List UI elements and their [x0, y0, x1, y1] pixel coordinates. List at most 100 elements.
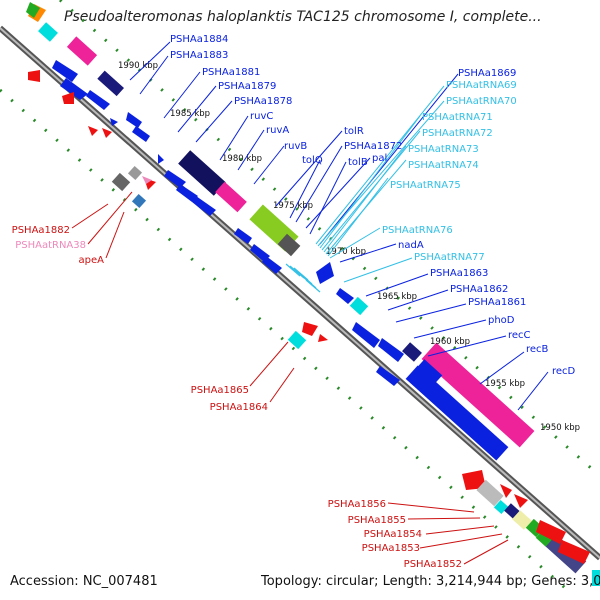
gene-arrow: [336, 288, 354, 304]
upper-features: [26, 2, 535, 461]
gene-arrow: [352, 322, 380, 348]
rna-block: [287, 330, 307, 350]
gene-arrow: [142, 176, 152, 184]
gene-arrow: [536, 520, 566, 544]
gene-arrow: [500, 484, 512, 498]
gene-label[interactable]: PSHAa1864: [210, 402, 268, 413]
map-title: Pseudoalteromonas haloplanktis TAC125 ch…: [64, 9, 542, 25]
gene-label[interactable]: PSHAa1881: [202, 67, 260, 78]
gene-label[interactable]: PSHAatRNA74: [408, 160, 479, 171]
gene-label[interactable]: PSHAa1862: [450, 284, 508, 295]
gene-label[interactable]: recB: [526, 344, 549, 355]
gene-block: [111, 172, 131, 192]
gene-label[interactable]: PSHAa1882: [12, 225, 70, 236]
topology-text: Topology: circular; Length: 3,214,944 bp…: [261, 574, 600, 589]
gene-label[interactable]: PSHAa1878: [234, 96, 292, 107]
genome-backbone: [0, 25, 600, 561]
gene-block: [417, 359, 443, 383]
gene-arrow: [376, 366, 400, 386]
gene-arrow: [28, 70, 40, 82]
gene-label[interactable]: PSHAatRNA73: [408, 144, 479, 155]
kbp-tick-label: 1950 kbp: [540, 423, 580, 433]
gene-arrow: [88, 126, 98, 136]
gene-arrow: [462, 470, 486, 490]
gene-arrow: [62, 92, 74, 104]
gene-label[interactable]: PSHAa1852: [404, 559, 462, 570]
gene-label[interactable]: PSHAa1872: [344, 141, 402, 152]
upper-leaders: [129, 41, 549, 411]
gene-arrow: [558, 540, 590, 564]
gene-arrow: [316, 262, 334, 284]
gene-label[interactable]: PSHAatRNA76: [382, 225, 453, 236]
gene-block: [421, 342, 535, 448]
rna-leaders: [315, 85, 445, 283]
gene-label[interactable]: PSHAa1865: [191, 385, 249, 396]
kbp-tick-label: 1975 kbp: [273, 201, 313, 211]
gene-block: [476, 479, 504, 507]
gene-block: [215, 181, 247, 213]
gene-label[interactable]: PSHAa1863: [430, 268, 488, 279]
gene-label[interactable]: apeA: [79, 255, 105, 266]
gene-label[interactable]: pal: [372, 153, 387, 164]
accession-text: Accession: NC_007481: [10, 574, 158, 589]
gene-label[interactable]: PSHAatRNA70: [446, 96, 517, 107]
gene-arrow: [164, 170, 186, 188]
rna-block: [592, 570, 600, 586]
kbp-labels: 1990 kbp 1985 kbp 1980 kbp 1975 kbp 1970…: [118, 61, 580, 433]
lower-labels: PSHAa1882 PSHAatRNA38 apeA PSHAa1865 PSH…: [12, 225, 462, 570]
gene-arrow: [110, 118, 118, 126]
gene-label[interactable]: PSHAatRNA71: [422, 112, 493, 123]
kbp-tick-label: 1970 kbp: [326, 247, 366, 257]
gene-label[interactable]: PSHAa1855: [348, 515, 406, 526]
gene-block: [97, 70, 125, 97]
gene-arrow: [378, 338, 404, 362]
gene-arrow: [192, 196, 216, 216]
gene-block: [131, 193, 147, 209]
gene-arrow: [158, 154, 164, 164]
gene-block: [26, 2, 40, 18]
gene-label[interactable]: PSHAa1856: [328, 499, 386, 510]
kbp-tick-label: 1960 kbp: [430, 337, 470, 347]
gene-label[interactable]: PSHAa1884: [170, 34, 228, 45]
gene-label[interactable]: PSHAa1869: [458, 68, 516, 79]
gene-label[interactable]: tolQ: [302, 155, 323, 166]
gene-label[interactable]: PSHAa1883: [170, 50, 228, 61]
gene-block: [66, 36, 98, 66]
kbp-tick-label: 1980 kbp: [222, 154, 262, 164]
gene-arrow: [86, 90, 110, 110]
gene-label[interactable]: PSHAatRNA77: [414, 252, 485, 263]
gene-arrow: [176, 184, 198, 202]
gene-arrow: [302, 322, 318, 336]
gene-label[interactable]: recC: [508, 330, 531, 341]
gene-label[interactable]: recD: [552, 366, 576, 377]
gene-label[interactable]: PSHAa1853: [362, 543, 420, 554]
gene-block: [405, 365, 509, 461]
gene-arrow: [52, 60, 78, 82]
gene-label[interactable]: PSHAatRNA72: [422, 128, 493, 139]
gene-label[interactable]: PSHAa1854: [364, 529, 422, 540]
kbp-tick-label: 1990 kbp: [118, 61, 158, 71]
gene-label[interactable]: ruvB: [284, 141, 307, 152]
gene-arrow: [234, 228, 252, 244]
gene-label[interactable]: ruvA: [266, 125, 289, 136]
gene-label[interactable]: ruvC: [250, 111, 273, 122]
gene-block: [277, 233, 301, 257]
gene-arrow: [60, 78, 88, 100]
rna-block: [349, 296, 369, 316]
upper-labels: PSHAa1884 PSHAa1883 PSHAa1881 PSHAa1879 …: [170, 34, 576, 377]
kbp-tick-label: 1965 kbp: [377, 292, 417, 302]
gene-label[interactable]: PSHAa1861: [468, 297, 526, 308]
gene-label[interactable]: tolB: [348, 157, 368, 168]
gene-block: [178, 150, 226, 196]
gene-arrow: [262, 256, 282, 274]
gene-label[interactable]: PSHAa1879: [218, 81, 276, 92]
gene-label[interactable]: PSHAatRNA38: [15, 240, 86, 251]
gene-label[interactable]: PSHAatRNA69: [446, 80, 517, 91]
gene-label[interactable]: phoD: [488, 315, 515, 326]
gene-label[interactable]: tolR: [344, 126, 364, 137]
gene-label[interactable]: PSHAatRNA75: [390, 180, 461, 191]
gene-block: [402, 342, 422, 362]
gene-label[interactable]: nadA: [398, 240, 424, 251]
rna-block: [38, 22, 58, 42]
